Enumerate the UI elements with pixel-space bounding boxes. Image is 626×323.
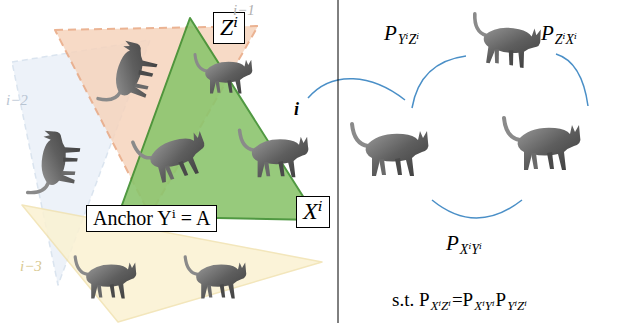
math-label: YⁱZⁱ xyxy=(507,299,527,313)
math-label: YⁱZⁱ xyxy=(398,32,419,47)
cat-figure xyxy=(195,55,252,94)
math-label: i−1 xyxy=(233,2,255,19)
box-text: Anchor Yⁱ = A xyxy=(93,207,210,230)
cat-figure xyxy=(504,118,580,170)
label-box: Anchor Yⁱ = A xyxy=(86,205,217,232)
cat-figure xyxy=(240,130,309,177)
cat-figure xyxy=(133,124,212,187)
math-label: XⁱYⁱ xyxy=(474,299,494,313)
relation-arc xyxy=(432,200,522,218)
math-label: P xyxy=(446,232,459,255)
cat-figure xyxy=(28,129,83,201)
region-i xyxy=(118,18,318,220)
region-i-3 xyxy=(22,205,322,322)
math-label: P xyxy=(384,22,397,45)
cat-figure xyxy=(185,257,246,299)
box-text: Zⁱ xyxy=(220,14,238,42)
box-text: Xⁱ xyxy=(303,198,323,226)
math-label: P xyxy=(496,290,507,311)
math-label: ZⁱXⁱ xyxy=(555,32,577,47)
cat-figure xyxy=(468,14,543,70)
math-label: XⁱYⁱ xyxy=(460,242,482,257)
link-curve xyxy=(308,79,405,100)
math-label: =P xyxy=(452,290,473,311)
math-label: i−2 xyxy=(6,92,28,109)
math-label: XⁱZⁱ xyxy=(431,299,451,313)
cat-figure xyxy=(352,124,428,176)
label-box: Xⁱ xyxy=(296,196,330,228)
relation-arc xyxy=(412,56,466,108)
math-label: i xyxy=(294,100,299,120)
relation-arc xyxy=(556,54,588,106)
math-label: P xyxy=(541,22,554,45)
cat-figure xyxy=(75,257,136,299)
math-label: s.t. P xyxy=(392,290,430,311)
panel-divider xyxy=(338,0,339,323)
math-label: i−3 xyxy=(20,258,42,275)
cat-figure xyxy=(98,38,162,114)
